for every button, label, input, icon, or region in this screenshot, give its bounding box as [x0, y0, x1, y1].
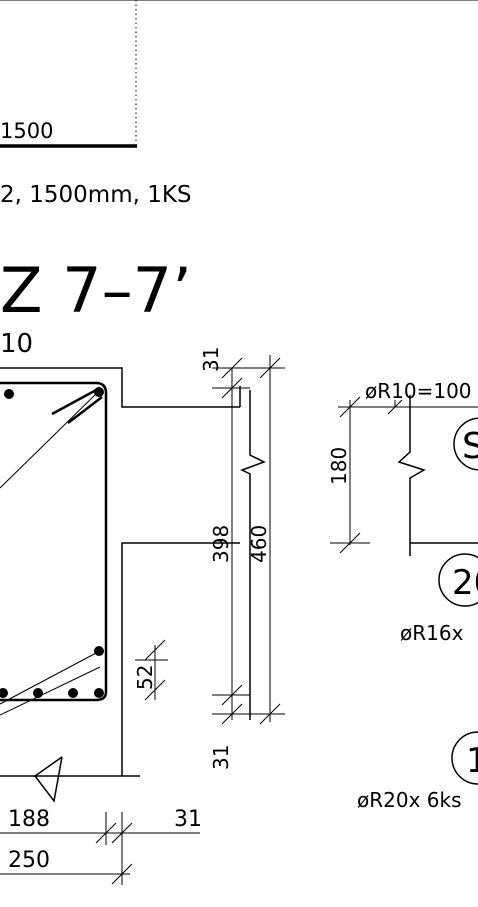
mark-circle-s: [453, 417, 478, 471]
dim-label-52: 52: [133, 665, 157, 690]
tick-2: [221, 377, 243, 399]
tick-52-b: [144, 679, 166, 701]
detail-tick-top: [339, 396, 361, 418]
outline-top-step: [0, 367, 240, 408]
detail-tick-bottom: [339, 532, 361, 554]
dim-label-188: 188: [8, 807, 50, 832]
section-title: Z 7–7’: [0, 254, 192, 327]
dim-label-460: 460: [247, 525, 271, 563]
mark-label-s: S: [462, 426, 478, 467]
horizontal-dimensions: [0, 812, 200, 885]
mark-circle-1: [451, 731, 478, 785]
tick-3: [259, 357, 281, 379]
tick-h-3: [111, 863, 133, 885]
stirrup: [0, 381, 108, 716]
dim-label-250: 250: [8, 848, 50, 873]
rebar-bottom-2: [33, 688, 43, 698]
dim-label-398: 398: [209, 525, 233, 563]
tick-h-2: [111, 822, 133, 844]
stirrup-outer: [0, 381, 108, 702]
stirrup-hook-2: [67, 396, 103, 424]
mark-circle-20: [438, 553, 478, 607]
dim-label-31-bottom: 31: [209, 745, 233, 770]
stirrup-hook-1: [51, 387, 99, 416]
diagonal-bar-top: [0, 391, 99, 489]
mark-label-20: 20: [452, 563, 478, 603]
diagonal-bar-bottom-2: [0, 666, 101, 716]
stirrup-spec: øR10=100: [365, 379, 472, 403]
section-scale: 10: [0, 329, 33, 359]
top-frame: [0, 0, 478, 148]
tick-h-1: [95, 822, 117, 844]
position-marks: [438, 417, 478, 785]
stirrup-detail: [330, 395, 478, 556]
dim-label-31-right: 31: [174, 807, 202, 832]
section-marker-icon: [33, 756, 63, 803]
concrete-outline: [0, 367, 240, 777]
bar-length-label: 1500: [0, 119, 53, 143]
bar-caption: 2, 1500mm, 1KS: [0, 182, 192, 208]
mark-label-1: 1: [466, 741, 478, 781]
rebars: [0, 387, 104, 698]
detail-break-zigzag: [397, 395, 426, 556]
rebar-bottom-right: [94, 688, 104, 698]
rebar-top-left: [4, 389, 14, 399]
bar-spec-r20: øR20x 6ks: [357, 788, 462, 812]
outline-mid-step: [121, 542, 240, 776]
tick-4: [221, 684, 243, 706]
rebar-right-upper: [94, 646, 104, 656]
diagonal-bar-bottom-1: [0, 651, 99, 705]
rebar-bottom-3: [68, 688, 78, 698]
tick-1: [221, 357, 243, 379]
tick-5: [221, 703, 243, 725]
bar-spec-r16: øR16x: [400, 621, 464, 645]
detail-spec-tick: [387, 399, 403, 415]
tick-52-a: [144, 639, 166, 661]
rebar-top-right: [94, 387, 104, 397]
dim-label-31-top: 31: [199, 347, 223, 372]
break-zigzag: [240, 390, 266, 720]
vertical-dimensions: [135, 355, 285, 725]
rebar-bottom-1: [0, 688, 8, 698]
dim-label-180: 180: [327, 447, 351, 485]
tick-6: [259, 703, 281, 725]
break-line: [239, 386, 266, 720]
